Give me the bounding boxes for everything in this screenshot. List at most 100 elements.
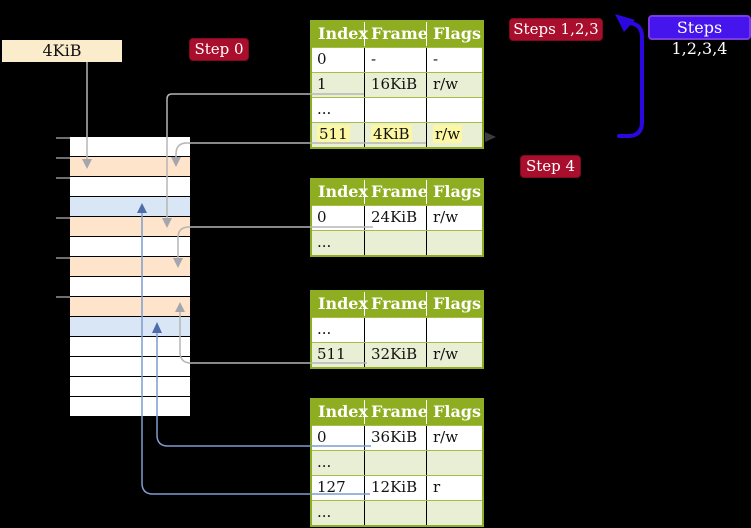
memory-strip — [70, 137, 190, 417]
memory-frame-row — [70, 217, 190, 237]
cell-index: 127 — [317, 478, 346, 496]
cell-frame: 36KiB — [364, 426, 426, 450]
frame-size-box: 4KiB — [2, 40, 122, 62]
column-header-frame: Frame — [364, 400, 428, 424]
cell-frame — [364, 318, 426, 342]
memory-frame-row — [70, 197, 190, 217]
memory-frame-row — [70, 237, 190, 257]
highlight-mark: 4KiB — [371, 125, 412, 143]
cell-frame: - — [364, 48, 426, 72]
memory-tick — [56, 157, 70, 159]
arrowhead-upleft-icon — [615, 14, 635, 32]
table-header-row: Index Frame Flags — [312, 292, 482, 317]
column-header-flags: Flags — [426, 180, 481, 204]
column-header-flags: Flags — [426, 400, 481, 424]
table-row: 0 24KiB r/w — [312, 205, 482, 230]
cell-flags — [426, 98, 478, 122]
cell-index: 511 — [312, 123, 364, 147]
table-row: 0 36KiB r/w — [312, 425, 482, 450]
table-row: ... — [312, 230, 482, 255]
cell-index: ... — [317, 503, 332, 521]
column-header-flags: Flags — [426, 22, 481, 46]
cell-index: ... — [317, 100, 332, 118]
column-header-frame: Frame — [364, 292, 428, 316]
memory-frame-row — [70, 337, 190, 357]
steps-flow-arrow — [617, 21, 644, 138]
table-header-row: Index Frame Flags — [312, 400, 482, 425]
cell-index: 0 — [317, 50, 327, 68]
cell-flags — [426, 451, 478, 475]
memory-tick — [56, 296, 70, 298]
column-header-frame: Frame — [364, 180, 428, 204]
memory-tick — [56, 257, 70, 259]
cell-flags: r/w — [426, 73, 478, 97]
table-header-row: Index Frame Flags — [312, 180, 482, 205]
cell-frame: 16KiB — [364, 73, 426, 97]
memory-frame-row — [70, 397, 190, 417]
table-row: ... — [312, 97, 482, 122]
badge-steps-1-2-3: Steps 1,2,3 — [509, 18, 603, 41]
memory-frame-row — [70, 357, 190, 377]
cell-flags — [426, 318, 478, 342]
cell-index: ... — [317, 233, 332, 251]
cell-flags: r/w — [426, 206, 478, 230]
badge-steps-1-2-3-4: Steps 1,2,3,4 — [648, 15, 751, 58]
page-table-level-2: Index Frame Flags 0 24KiB r/w ... — [310, 178, 484, 257]
cell-flags: r/w — [426, 343, 478, 367]
column-header-frame: Frame — [364, 22, 428, 46]
cell-index: 0 — [317, 208, 327, 226]
column-header-flags: Flags — [426, 292, 481, 316]
table-row: 1 16KiB r/w — [312, 72, 482, 97]
cell-index: 0 — [317, 428, 327, 446]
memory-frame-row — [70, 297, 190, 317]
page-table-level-4: Index Frame Flags 0 36KiB r/w ... 127 12… — [310, 398, 484, 527]
memory-tick — [56, 217, 70, 219]
cell-frame: 4KiB — [364, 123, 426, 147]
cell-flags — [426, 501, 478, 525]
table-row: 127 12KiB r — [312, 475, 482, 500]
memory-frame-row — [70, 157, 190, 177]
memory-frame-row — [70, 377, 190, 397]
page-table-level-1: Index Frame Flags 0 - - 1 16KiB r/w ... … — [310, 20, 484, 149]
cell-flags — [426, 231, 478, 255]
memory-tick — [56, 177, 70, 179]
memory-ticks — [56, 137, 70, 419]
cell-flags: r — [426, 476, 478, 500]
memory-frame-row — [70, 257, 190, 277]
frame-size-label: 4KiB — [42, 41, 82, 60]
memory-frame-row — [70, 137, 190, 157]
memory-tick — [56, 137, 70, 139]
cell-index: 1 — [317, 75, 327, 93]
column-header-index: Index — [318, 402, 369, 421]
cell-flags: r/w — [426, 123, 478, 147]
page-table-level-3: Index Frame Flags ... 511 32KiB r/w — [310, 290, 484, 369]
cell-frame — [364, 231, 426, 255]
cell-index: 511 — [317, 345, 346, 363]
memory-frame-row — [70, 317, 190, 337]
memory-frame-row — [70, 277, 190, 297]
column-header-index: Index — [318, 182, 369, 201]
cell-frame — [364, 98, 426, 122]
highlight-mark: r/w — [433, 125, 463, 143]
column-header-index: Index — [318, 24, 369, 43]
cell-frame: 32KiB — [364, 343, 426, 367]
table-row-highlighted: 511 4KiB r/w — [312, 122, 482, 147]
table-row: ... — [312, 500, 482, 525]
cell-flags: - — [426, 48, 478, 72]
cell-frame: 12KiB — [364, 476, 426, 500]
cell-flags: r/w — [426, 426, 478, 450]
badge-step-0: Step 0 — [189, 38, 249, 61]
cell-frame — [364, 451, 426, 475]
cell-frame: 24KiB — [364, 206, 426, 230]
badge-step-4: Step 4 — [520, 155, 581, 178]
cell-index: ... — [317, 453, 332, 471]
cell-frame — [364, 501, 426, 525]
table-header-row: Index Frame Flags — [312, 22, 482, 47]
table-row: 511 32KiB r/w — [312, 342, 482, 367]
cell-index: ... — [317, 320, 332, 338]
memory-frame-row — [70, 177, 190, 197]
table-row: ... — [312, 317, 482, 342]
table-row: ... — [312, 450, 482, 475]
column-header-index: Index — [318, 294, 369, 313]
